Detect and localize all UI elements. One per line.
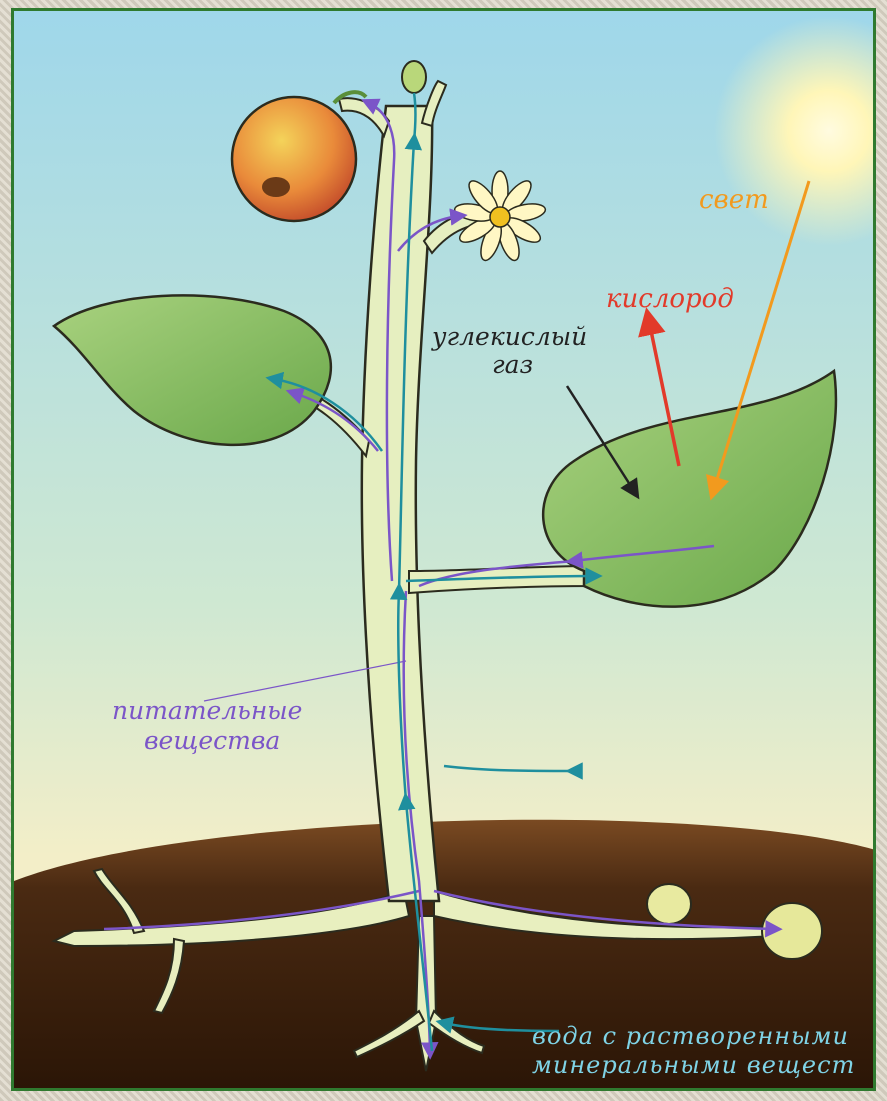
label-oxygen: кислород <box>606 285 734 314</box>
label-water-line2: минеральными вещест <box>532 1052 855 1078</box>
label-nutrients-line1: питательные <box>112 697 302 725</box>
tuber-large <box>762 903 822 959</box>
label-co2-line1: углекислый <box>432 323 587 351</box>
label-nutrients-line2: вещества <box>144 727 280 755</box>
apple-fruit <box>232 97 356 221</box>
label-co2-line2: газ <box>492 351 533 379</box>
bud <box>402 61 426 93</box>
label-water-line1: вода с растворенными <box>532 1023 849 1049</box>
diagram-canvas: свет кислород углекислый газ питательные… <box>11 8 876 1091</box>
label-light: свет <box>699 186 769 215</box>
plant-illustration <box>14 11 876 1091</box>
tuber-small <box>647 884 691 924</box>
